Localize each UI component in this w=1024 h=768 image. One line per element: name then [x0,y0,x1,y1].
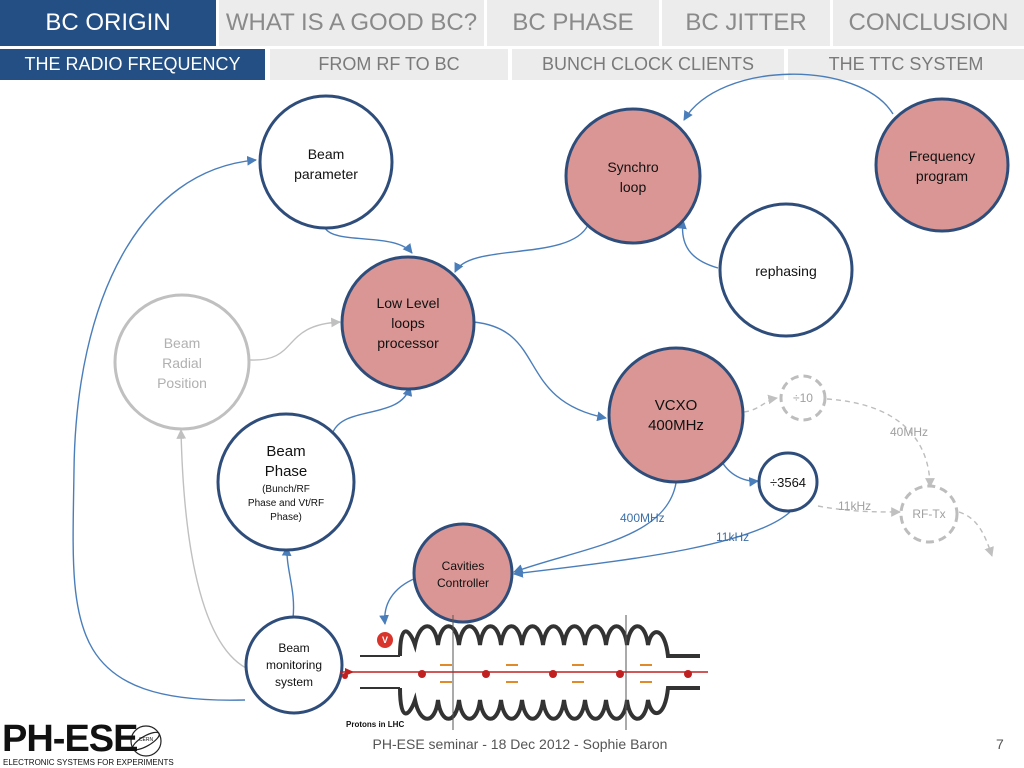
subtab-bunch-clock-clients[interactable]: BUNCH CLOCK CLIENTS [512,49,784,80]
beam-monitoring-label: Beam monitoring system [265,641,323,689]
edge-label-400mhz: 400MHz [620,511,665,525]
nav-divider [0,46,1024,49]
edge-rftx-out [958,511,994,557]
div10-node [779,374,827,422]
div3564-node [757,451,819,513]
edge-radial-to-lowlevel [249,317,341,361]
edge-lowlevel-to-vcxo [473,321,607,422]
synchro-loop-node [564,107,702,245]
low-level-node [340,255,476,391]
footer-text: PH-ESE seminar - 18 Dec 2012 - Sophie Ba… [372,736,668,752]
edge-vcxo-to-div3564 [721,461,759,487]
edge-div3564-to-rftx [817,505,901,517]
rephasing-node [718,202,854,338]
beam-phase-node [216,412,356,552]
tab-what-is-a-good-bc[interactable]: WHAT IS A GOOD BC? [219,0,484,46]
cern-mark: CERN [138,737,154,743]
edge-cavities-to-lhc [379,577,417,625]
vcxo-node [607,346,745,484]
page-number: 7 [996,736,1004,752]
edge-vcxo-to-div10 [743,394,778,413]
rephasing-label: rephasing [755,263,817,279]
rf-tx-label: RF-Tx [912,507,946,521]
beam-radial-position-node [113,293,251,431]
lhc-caption: Protons in LHC [346,720,405,729]
synchro-loop-label: Synchro loop [607,159,659,195]
edge-vcxo-to-cavities [513,482,677,574]
edge-div3564-to-cavities [513,511,791,578]
beam-phase-label: Beam Phase [264,443,308,480]
div3564-label: ÷3564 [769,475,807,490]
edge-label-40mhz: 40MHz [890,425,929,439]
subtab-the-radio-frequency[interactable]: THE RADIO FREQUENCY [0,49,265,80]
tab-bc-jitter[interactable]: BC JITTER [662,0,830,46]
frequency-program-node [874,97,1010,233]
beam-phase-detail: (Bunch/RF Phase and Vt/RF Phase) [247,484,325,523]
edge-rephasing-to-synchro [677,219,719,269]
edge-label-11khz-grey: 11kHz [838,499,872,513]
tab-bc-origin[interactable]: BC ORIGIN [0,0,216,46]
subtab-the-ttc-system[interactable]: THE TTC SYSTEM [788,49,1024,80]
cavities-controller-label: Cavities Controller [436,559,490,590]
subtab-from-rf-to-bc[interactable]: FROM RF TO BC [270,49,508,80]
beam-parameter-node [258,94,394,230]
edge-feedback-to-beamparam [72,155,257,701]
cern-emblem [130,725,162,757]
edge-synchro-to-lowlevel [454,224,589,273]
beam-parameter-label: Beam parameter [294,146,358,182]
edge-freqprog-to-synchro [683,73,894,121]
tab-bc-phase[interactable]: BC PHASE [487,0,659,46]
frequency-program-label: Frequency program [908,148,976,184]
rf-tx-node [899,484,959,544]
beam-monitoring-node [244,615,344,715]
vcxo-label: VCXO 400MHz [648,397,704,434]
low-level-label: Low Level loops processor [376,295,440,351]
edge-div10-to-rftx [826,398,935,488]
ph-ese-logo: PH-ESE [2,718,138,760]
cavities-controller-node [412,522,514,624]
edge-beamparam-to-lowlevel [324,227,413,254]
lhc-rf-structure [340,615,708,730]
edge-monitoring-to-radial [176,429,247,669]
tab-conclusion[interactable]: CONCLUSION [833,0,1024,46]
ph-ese-logo-subtitle: ELECTRONIC SYSTEMS FOR EXPERIMENTS [3,758,174,767]
edge-beamphase-to-lowlevel [332,386,413,433]
div10-label: ÷10 [793,391,813,405]
beam-radial-position-label: Beam Radial Position [157,335,207,391]
edge-monitoring-to-beamphase [281,546,295,619]
edge-label-11khz-blue: 11kHz [716,530,750,544]
lhc-v-marker: V [381,635,388,645]
